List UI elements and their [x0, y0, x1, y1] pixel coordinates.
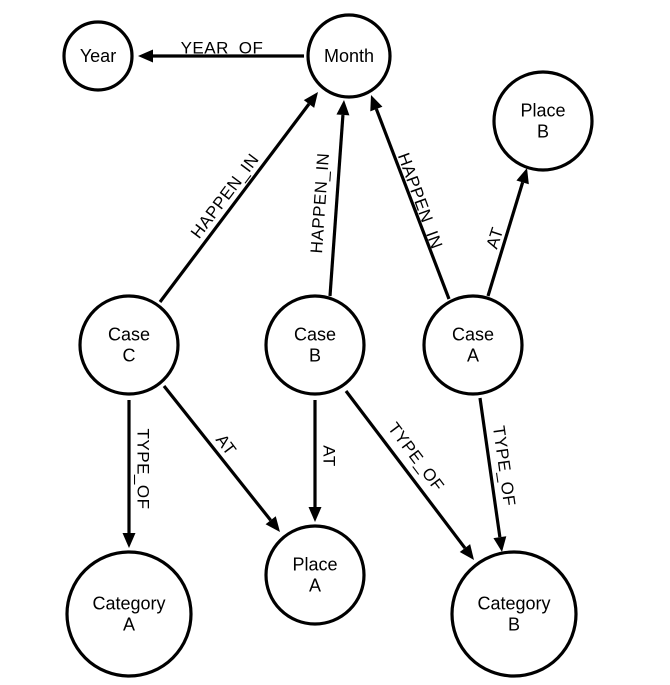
node-circle: [65, 550, 193, 678]
arrowhead-icon: [336, 100, 350, 116]
edge-line: [328, 114, 345, 297]
node-label: C: [123, 346, 136, 366]
node-label: Place: [520, 101, 565, 121]
node-circle: [62, 20, 134, 92]
arrowhead-icon: [516, 168, 529, 185]
node-label: A: [309, 576, 321, 596]
edge-label: HAPPEN_IN: [187, 150, 263, 242]
node-label: Year: [80, 46, 116, 66]
arrowhead-icon: [459, 544, 474, 560]
node-circle: [264, 524, 366, 626]
edge-line: [478, 397, 502, 538]
arrowhead-icon: [493, 536, 507, 552]
edge-line: [158, 103, 311, 303]
node-label: A: [123, 615, 135, 635]
node-label: Category: [477, 594, 550, 614]
node-month: Month: [306, 13, 392, 99]
node-label: Case: [108, 325, 150, 345]
edge-month-year: YEAR_OF: [138, 39, 304, 63]
node-label: Category: [92, 594, 165, 614]
edge-casec-categorya: TYPE_OF: [122, 400, 153, 548]
arrowhead-icon: [308, 507, 322, 522]
edge-label: AT: [320, 445, 339, 466]
node-label: B: [309, 346, 321, 366]
arrowhead-icon: [303, 92, 318, 108]
edge-line: [162, 385, 272, 522]
node-label: B: [508, 615, 520, 635]
edge-casec-placea: AT: [162, 385, 280, 532]
edge-line: [374, 108, 451, 300]
edge-caseb-month: HAPPEN_IN: [307, 100, 350, 297]
edge-caseb-placea: AT: [308, 400, 339, 522]
edge-label: TYPE_OF: [134, 429, 153, 510]
arrowhead-icon: [122, 533, 136, 548]
edge-label: YEAR_OF: [181, 39, 264, 58]
node-label: Place: [292, 555, 337, 575]
arrowhead-icon: [265, 516, 280, 532]
edge-casec-month: HAPPEN_IN: [158, 92, 318, 303]
arrowhead-icon: [138, 49, 153, 63]
node-year: Year: [62, 20, 134, 92]
arrowhead-icon: [370, 95, 383, 112]
node-label: Case: [294, 325, 336, 345]
edge-label: HAPPEN_IN: [307, 152, 333, 254]
node-circle: [450, 550, 578, 678]
edge-casea-placeb: AT: [483, 168, 529, 297]
edge-caseb-categoryb: TYPE_OF: [344, 390, 474, 560]
node-circle: [492, 70, 594, 172]
node-label: A: [467, 346, 479, 366]
edge-label: HAPPEN_IN: [394, 150, 446, 251]
edge-casea-month: HAPPEN_IN: [370, 95, 451, 300]
edge-line: [486, 181, 525, 297]
edge-line: [344, 390, 467, 550]
node-circle: [264, 294, 366, 396]
node-circle: [422, 294, 524, 396]
node-circle: [306, 13, 392, 99]
node-label: Month: [324, 46, 374, 66]
node-circle: [78, 294, 180, 396]
node-label: B: [537, 122, 549, 142]
edge-casea-categoryb: TYPE_OF: [478, 397, 519, 552]
edge-label: AT: [212, 431, 240, 460]
node-label: Case: [452, 325, 494, 345]
